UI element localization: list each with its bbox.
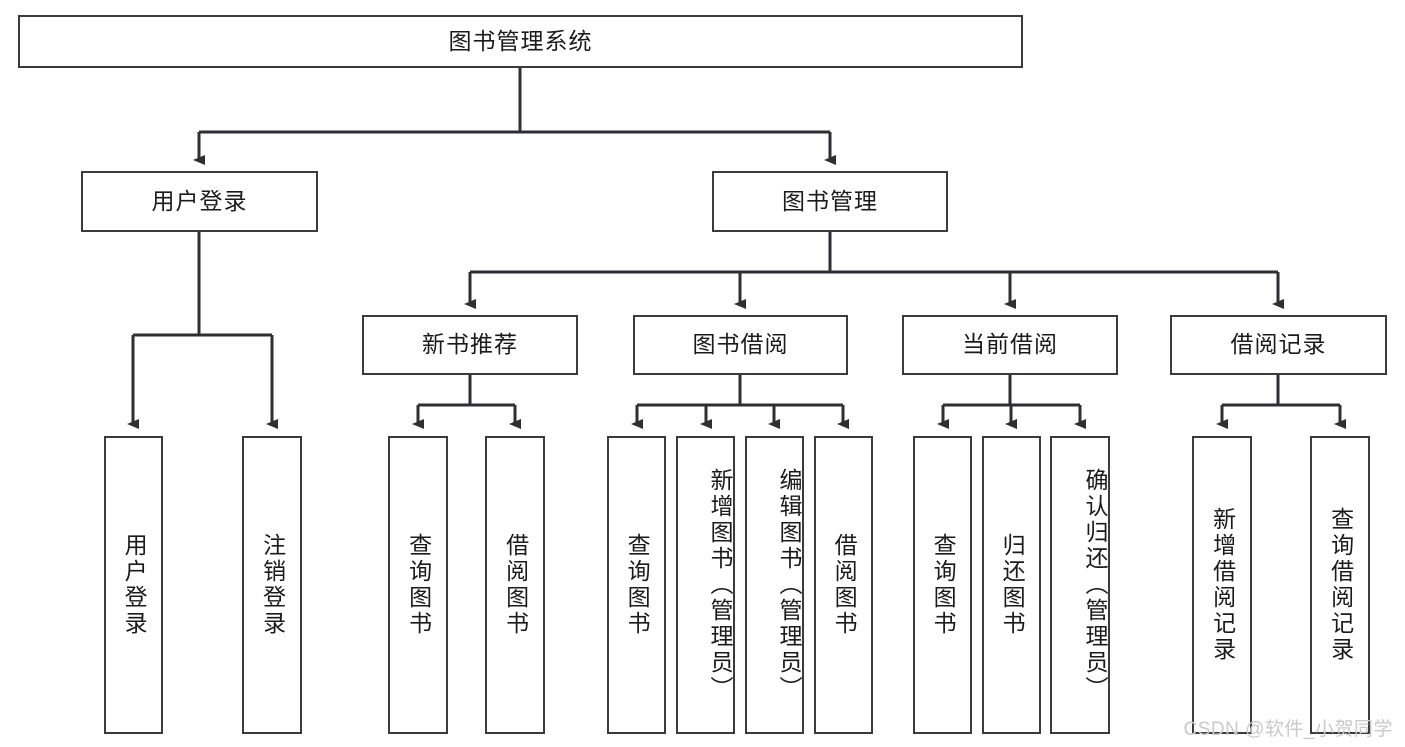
leaf-borrow-book-recommend[interactable]: 借阅图书 (485, 436, 545, 734)
leaf-return-book[interactable]: 归还图书 (982, 436, 1041, 734)
node-root-system[interactable]: 图书管理系统 (18, 15, 1023, 68)
csdn-watermark: CSDN @软件_小贺同学 (1183, 719, 1393, 740)
node-user-login[interactable]: 用户登录 (81, 171, 318, 232)
leaf-add-borrow-record[interactable]: 新增借阅记录 (1192, 436, 1252, 734)
leaf-query-borrow-record[interactable]: 查询借阅记录 (1310, 436, 1370, 734)
leaf-user-login[interactable]: 用户登录 (104, 436, 163, 734)
leaf-logout-login[interactable]: 注销登录 (242, 436, 302, 734)
leaf-query-book-recommend[interactable]: 查询图书 (388, 436, 448, 734)
leaf-query-book-current[interactable]: 查询图书 (913, 436, 972, 734)
node-book-borrow[interactable]: 图书借阅 (633, 315, 848, 375)
node-book-management[interactable]: 图书管理 (712, 171, 948, 232)
leaf-borrow-book-borrow[interactable]: 借阅图书 (814, 436, 873, 734)
node-new-book-recommend[interactable]: 新书推荐 (362, 315, 578, 375)
leaf-confirm-return-admin[interactable]: 确认归还（管理员） (1050, 436, 1110, 734)
leaf-edit-book-admin[interactable]: 编辑图书（管理员） (745, 436, 804, 734)
node-current-borrow[interactable]: 当前借阅 (902, 315, 1118, 375)
leaf-add-book-admin[interactable]: 新增图书（管理员） (676, 436, 735, 734)
node-borrow-record[interactable]: 借阅记录 (1170, 315, 1387, 375)
leaf-query-book-borrow[interactable]: 查询图书 (607, 436, 666, 734)
